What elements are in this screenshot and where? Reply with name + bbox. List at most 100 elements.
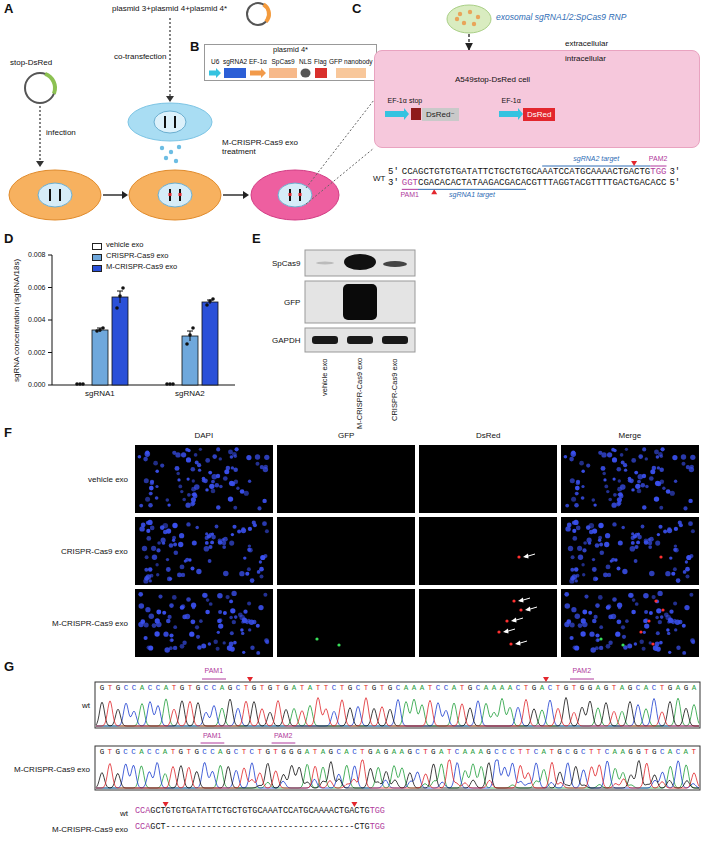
nucleus <box>192 479 195 482</box>
base-letter: G <box>602 684 610 693</box>
nucleus <box>144 568 148 572</box>
nucleus <box>256 651 260 655</box>
nucleus <box>242 618 247 623</box>
nucleus <box>621 461 625 465</box>
nucleus <box>212 454 217 459</box>
panel-a-illustration-part <box>129 170 221 220</box>
base-letter: C <box>500 748 508 757</box>
dsred-signal <box>509 642 512 645</box>
sequencing-label: CCA <box>135 807 150 817</box>
nucleus <box>657 533 660 536</box>
nucleus <box>635 484 640 489</box>
base-letter: T <box>272 748 280 757</box>
sequencing-label: TGG <box>370 807 385 817</box>
micrograph <box>135 589 273 657</box>
nucleus <box>625 448 628 451</box>
nucleus <box>632 598 636 602</box>
nucleus <box>216 505 221 510</box>
base-letter: G <box>177 748 185 757</box>
nucleus <box>582 573 585 576</box>
nucleus <box>571 451 577 457</box>
nucleus <box>172 523 177 528</box>
nucleus <box>149 614 154 619</box>
nucleus <box>673 602 677 606</box>
panel-a-illustration-part <box>166 96 174 102</box>
legend-swatch <box>92 254 102 261</box>
target-label: PAM2 <box>649 155 668 163</box>
nucleus <box>615 632 620 637</box>
panel-a-illustration-part <box>251 170 339 220</box>
exosome-shape <box>446 4 492 34</box>
nucleus <box>247 602 251 606</box>
nucleus <box>634 559 638 563</box>
base-letter: T <box>311 748 319 757</box>
base-letter: T <box>170 684 178 693</box>
nucleus <box>149 492 153 496</box>
sequencing-label: PAM2 <box>274 732 293 740</box>
base-letter: C <box>532 748 540 757</box>
nucleus <box>215 525 219 529</box>
panel-a-illustration-part <box>179 189 181 201</box>
nucleus <box>573 520 578 525</box>
nucleus <box>671 572 675 576</box>
target-label: sgRNA2 target <box>573 155 619 163</box>
panel-d-bar-chart-part <box>185 342 189 346</box>
nucleus <box>592 558 595 561</box>
micrograph <box>561 517 699 585</box>
sequencing-label: M-CRISPR-Cas9 exo <box>52 825 128 834</box>
nucleus <box>565 603 571 609</box>
nucleus <box>574 567 579 572</box>
nucleus <box>595 633 599 637</box>
nucleus <box>611 503 616 508</box>
nucleus <box>167 615 171 619</box>
nucleus <box>650 469 655 474</box>
nucleus <box>231 466 234 469</box>
nucleus <box>575 492 579 496</box>
nucleus <box>238 612 243 617</box>
nucleus <box>572 536 577 541</box>
dsred-signal <box>659 555 662 558</box>
nucleus <box>176 472 180 476</box>
nucleus <box>649 476 654 481</box>
nucleus <box>217 619 221 623</box>
micrograph <box>419 589 557 657</box>
panel-a-illustration-part <box>160 146 164 150</box>
base-letter: C <box>514 684 522 693</box>
nucleus <box>211 489 216 494</box>
base-letter: G <box>406 748 414 757</box>
axis-label: 0.000 <box>28 381 46 389</box>
nucleus <box>613 493 617 497</box>
nucleus <box>612 522 616 526</box>
nucleus <box>177 478 180 481</box>
promoter-arrow-shape <box>250 68 266 78</box>
base-letter: G <box>250 684 258 693</box>
panel-a-illustration-part <box>299 193 302 196</box>
vector-element: Flag <box>314 58 327 78</box>
base-letter: C <box>153 748 161 757</box>
base-letter: G <box>627 748 635 757</box>
nucleus <box>150 574 154 578</box>
nucleus <box>144 636 148 640</box>
base-letter: A <box>666 748 674 757</box>
nucleus <box>595 646 599 650</box>
nucleus <box>688 499 692 503</box>
nucleus <box>166 528 171 533</box>
nucleus <box>656 631 660 635</box>
panel-e-western-blot-part <box>305 250 415 276</box>
base-letter: A <box>418 684 426 693</box>
base-letter: T <box>610 684 618 693</box>
nucleus <box>264 638 269 643</box>
base-calls: GTGCCACCATGTGCCAGCTGTGTGATATTCTGCTGTGCAA… <box>98 684 698 693</box>
nucleus <box>247 567 251 571</box>
nucleus <box>660 455 663 458</box>
trace-g <box>96 761 699 789</box>
panel-d-bar-chart-part <box>208 299 212 303</box>
nucleus <box>259 560 262 563</box>
nucleus <box>181 573 185 577</box>
base-letter: A <box>450 684 458 693</box>
panel-d-bar-chart-part <box>48 352 52 353</box>
gfp-signal <box>315 637 318 640</box>
nucleus <box>186 522 190 526</box>
base-letter: C <box>442 684 450 693</box>
construct-element: EF-1α <box>385 97 409 120</box>
